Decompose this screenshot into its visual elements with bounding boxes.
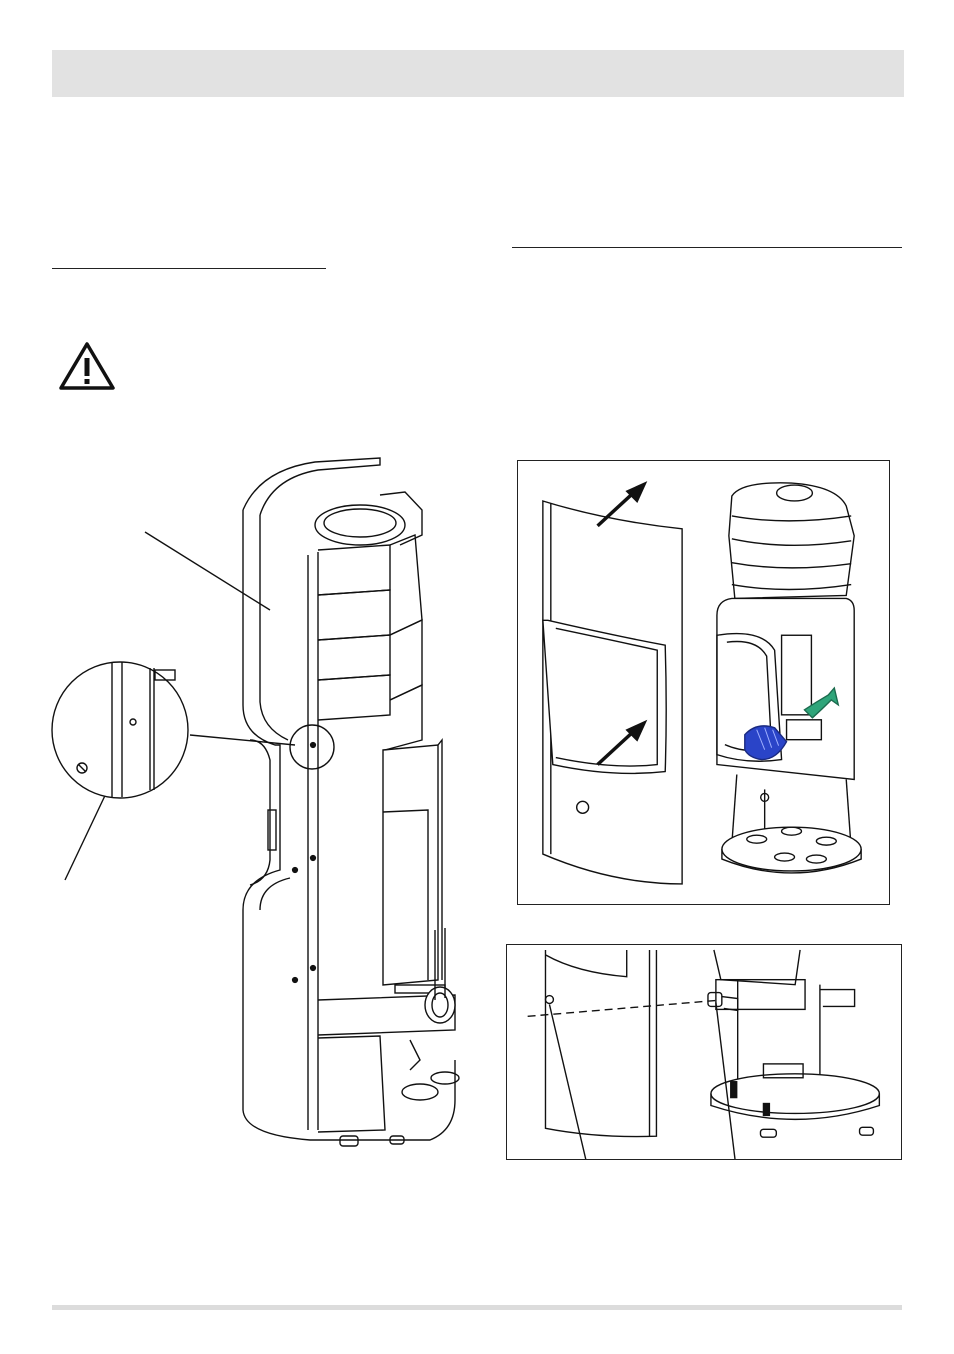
warning-triangle-icon	[58, 341, 116, 391]
stove-side-panel-removal-illustration	[50, 440, 470, 1160]
footer-line	[52, 1305, 902, 1310]
left-section-rule	[52, 268, 326, 269]
stove-front-panel-lift-illustration	[517, 460, 890, 905]
right-section-rule	[512, 247, 902, 248]
stove-panel-pin-alignment-illustration	[506, 944, 902, 1160]
arrow-up-right-icon	[596, 481, 648, 528]
header-bar	[52, 50, 904, 97]
